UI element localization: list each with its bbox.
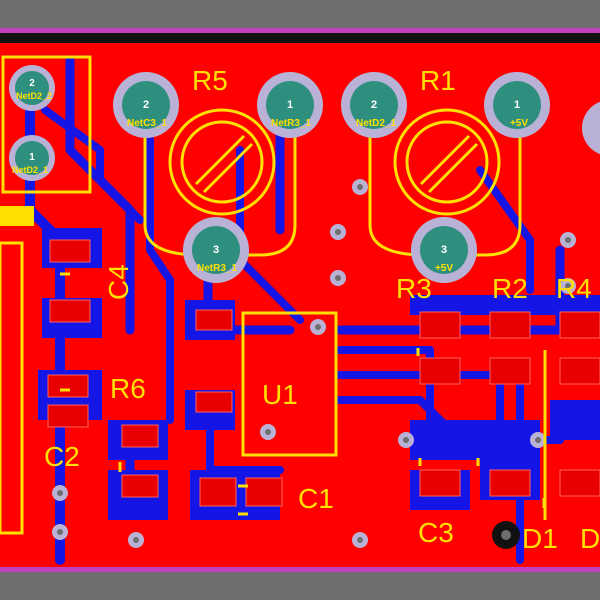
net-label: NetR3_1 xyxy=(271,118,311,129)
pad-p2[interactable]: 1 NetD2_1 xyxy=(9,135,55,181)
pad-number: 1 xyxy=(287,99,293,111)
pad-r5-1[interactable]: 1 NetR3_1 xyxy=(257,72,323,138)
pad-number: 2 xyxy=(371,99,377,111)
pad-r1-1[interactable]: 1 +5V xyxy=(484,72,550,138)
designator-d-partial: D xyxy=(580,523,600,554)
designator-d1: D1 xyxy=(522,523,558,554)
pad-number: 2 xyxy=(29,78,35,89)
designator-r3: R3 xyxy=(396,273,432,304)
mounting-pad xyxy=(582,101,600,155)
silk-block xyxy=(0,206,34,226)
designator-c3: C3 xyxy=(418,517,454,548)
pad-r1-3[interactable]: 3 +5V xyxy=(411,217,477,283)
net-label: NetD2_1 xyxy=(356,118,396,129)
d1-hole xyxy=(501,530,511,540)
designator-c1: C1 xyxy=(298,483,334,514)
designator-r2: R2 xyxy=(492,273,528,304)
via-holes xyxy=(57,184,571,543)
designator-r5: R5 xyxy=(192,65,228,96)
designator-r1: R1 xyxy=(420,65,456,96)
designator-c2: C2 xyxy=(44,441,80,472)
pad-number: 3 xyxy=(213,244,219,256)
net-label: +5V xyxy=(435,263,453,274)
trimmer-slots xyxy=(194,134,479,194)
designator-r6: R6 xyxy=(110,373,146,404)
net-label: +5V xyxy=(510,118,528,129)
pad-r5-3[interactable]: 3 NetR3_1 xyxy=(183,217,249,283)
designators: R5 R1 R3 R2 R4 R6 C4 U1 C2 C1 C3 D1 D xyxy=(44,65,600,554)
top-copper-pads xyxy=(47,239,600,507)
net-label: NetD2_2 xyxy=(16,91,52,101)
pad-p1[interactable]: 2 NetD2_2 xyxy=(9,65,55,111)
net-label: NetC3_1 xyxy=(127,118,167,129)
pad-r1-2[interactable]: 2 NetD2_1 xyxy=(341,72,407,138)
pad-number: 3 xyxy=(441,244,447,256)
designator-r4: R4 xyxy=(556,273,592,304)
pad-number: 1 xyxy=(29,152,35,163)
designator-u1: U1 xyxy=(262,379,298,410)
net-label: NetD2_1 xyxy=(12,165,48,175)
net-label: NetR3_1 xyxy=(197,263,237,274)
pad-r5-2[interactable]: 2 NetC3_1 xyxy=(113,72,179,138)
pad-number: 1 xyxy=(514,99,520,111)
pad-number: 2 xyxy=(143,99,149,111)
pad-markers xyxy=(60,272,546,516)
designator-c4: C4 xyxy=(103,264,134,300)
